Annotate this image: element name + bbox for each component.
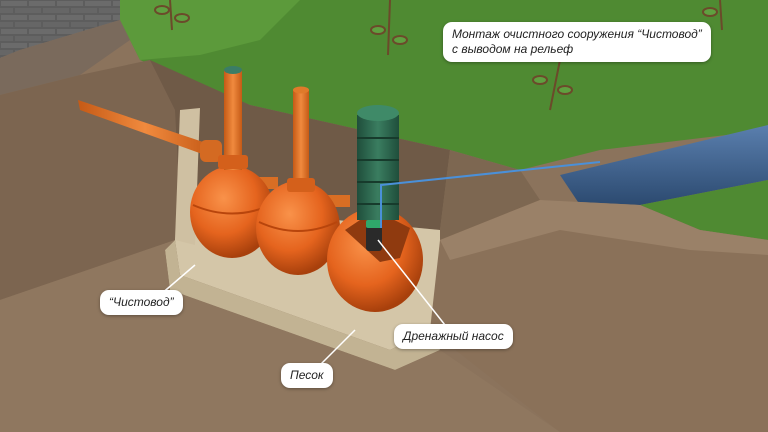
- tank-2-rib: [258, 221, 338, 232]
- drain-outlet-line: [380, 161, 601, 228]
- soil-block-right: [430, 200, 768, 432]
- tank-1-riser: [224, 70, 242, 170]
- drainage-pump-icon: [366, 225, 382, 251]
- water-ditch: [560, 125, 768, 205]
- tank-1-collar: [218, 155, 248, 169]
- pit-right-wall: [440, 150, 540, 240]
- soil-front: [0, 240, 560, 432]
- inlet-pipe-elbow: [200, 140, 222, 162]
- sand-bed-front: [165, 240, 440, 370]
- leader-line-sand: [319, 329, 356, 366]
- leader-line-pump: [377, 239, 446, 326]
- title-line-1: Монтаж очистного сооружения “Чистовод”: [452, 27, 702, 41]
- grass-right: [640, 180, 768, 240]
- tank-1: [190, 166, 274, 258]
- grass-lawn-shade: [110, 0, 300, 60]
- access-riser-rings: [357, 137, 399, 205]
- title-callout: Монтаж очистного сооружения “Чистовод” с…: [443, 22, 711, 62]
- access-riser-cap: [357, 105, 399, 121]
- access-riser: [357, 115, 399, 220]
- sand-label: Песок: [281, 363, 333, 388]
- soil-block-right-top: [440, 200, 768, 260]
- tank-1-riser-cap: [224, 66, 242, 74]
- tank-2: [256, 181, 340, 275]
- inlet-pipe: [78, 100, 212, 155]
- tank-2-riser: [293, 90, 309, 190]
- tank-2-collar: [287, 178, 315, 192]
- tank-2-riser-cap: [293, 86, 309, 94]
- tank-label: “Чистовод”: [100, 290, 183, 315]
- foundation: [0, 20, 130, 95]
- title-line-2: с выводом на рельеф: [452, 42, 574, 56]
- pump-label: Дренажный насос: [394, 324, 513, 349]
- seedlings: [154, 0, 723, 111]
- drainage-pump-top: [366, 220, 382, 228]
- brick-wall: [0, 0, 120, 58]
